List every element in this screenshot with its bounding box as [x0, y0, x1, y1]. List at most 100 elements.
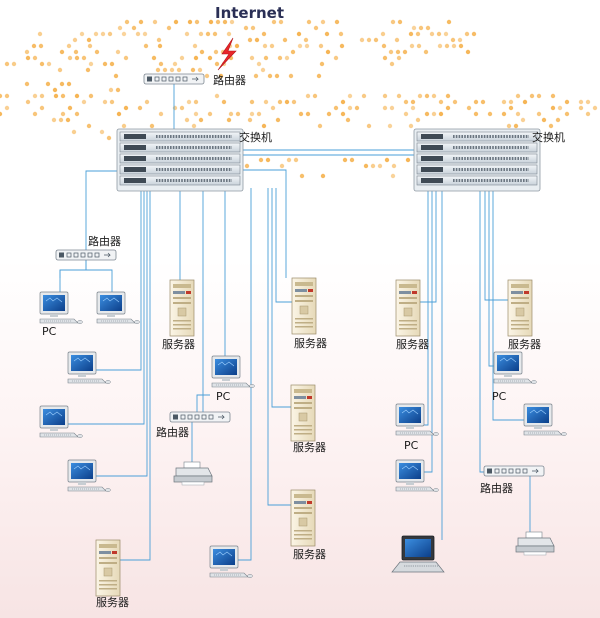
decor-dot: [382, 93, 388, 99]
decor-dot: [265, 157, 271, 163]
decor-dot: [464, 31, 470, 37]
decor-dot: [429, 31, 435, 37]
decor-dot: [11, 61, 17, 67]
cable-line: [88, 188, 148, 477]
decor-dot: [313, 25, 319, 31]
decor-dot: [381, 43, 387, 49]
pc-icon: [67, 351, 111, 385]
decor-dot: [373, 37, 379, 43]
decor-dot: [198, 117, 204, 123]
decor-dot: [274, 73, 280, 79]
decor-dot: [226, 31, 232, 37]
decor-dot: [320, 173, 326, 179]
decor-dot: [387, 123, 393, 129]
decor-dot: [270, 105, 276, 111]
printer-icon: [515, 531, 555, 556]
decor-dot: [363, 163, 369, 169]
router-label-left: 路由器: [88, 234, 121, 248]
decor-dot: [176, 67, 182, 73]
decor-dot: [229, 19, 235, 25]
decor-dot: [446, 19, 452, 25]
decor-dot: [585, 99, 591, 105]
server-icon: [291, 277, 317, 335]
decor-dot: [391, 163, 397, 169]
decor-dot: [67, 55, 73, 61]
decor-dot: [93, 31, 99, 37]
decor-dot: [172, 105, 178, 111]
decor-dot: [115, 49, 121, 55]
decor-dot: [142, 31, 148, 37]
decor-dot: [325, 49, 331, 55]
router-icon: [55, 249, 117, 261]
decor-dot: [299, 173, 305, 179]
decor-dot: [578, 105, 584, 111]
cable-line: [271, 188, 291, 408]
decor-dot: [445, 93, 451, 99]
decor-dot: [113, 73, 119, 79]
decor-dot: [340, 99, 346, 105]
decor-dot: [564, 99, 570, 105]
decor-dot: [282, 37, 288, 43]
pc-icon: [211, 355, 255, 389]
cable-line: [267, 188, 291, 506]
decor-dot: [541, 117, 547, 123]
pc-icon: [39, 291, 83, 325]
decor-dot: [158, 111, 164, 117]
decor-dot: [190, 67, 196, 73]
cable-line: [60, 188, 145, 425]
router-icon: [483, 465, 545, 477]
decor-dot: [244, 163, 250, 169]
decor-dot: [522, 99, 528, 105]
cable-line: [488, 188, 510, 367]
decor-dot: [263, 99, 269, 105]
decor-dot: [262, 43, 268, 49]
decor-dot: [59, 81, 65, 87]
decor-dot: [320, 19, 326, 25]
decor-dot: [408, 31, 414, 37]
pc-icon: [209, 545, 253, 579]
decor-dot: [107, 31, 113, 37]
decor-dot: [109, 61, 115, 67]
decor-dot: [0, 93, 3, 99]
decor-dot: [319, 61, 325, 67]
decor-dot: [254, 37, 260, 43]
decor-dot: [397, 19, 403, 25]
decor-dot: [402, 49, 408, 55]
decor-dot: [291, 99, 297, 105]
decor-dot: [253, 73, 259, 79]
decor-dot: [473, 99, 479, 105]
decor-dot: [316, 73, 322, 79]
decor-dot: [249, 99, 255, 105]
decor-dot: [340, 111, 346, 117]
decor-dot: [152, 19, 158, 25]
decor-dot: [508, 105, 514, 111]
decor-dot: [443, 31, 449, 37]
decor-dot: [197, 67, 203, 73]
decor-dot: [173, 19, 179, 25]
router-icon: [169, 411, 231, 423]
decor-dot: [366, 37, 372, 43]
decor-dot: [585, 111, 591, 117]
decor-dot: [247, 117, 253, 123]
decor-dot: [24, 81, 30, 87]
decor-dot: [550, 105, 556, 111]
decor-dot: [228, 111, 234, 117]
decor-dot: [536, 111, 542, 117]
decor-dot: [149, 123, 155, 129]
decor-dot: [215, 19, 221, 25]
decor-dot: [354, 105, 360, 111]
decor-dot: [198, 31, 204, 37]
decor-dot: [158, 61, 164, 67]
decor-dot: [339, 43, 345, 49]
decor-dot: [403, 99, 409, 105]
decor-dot: [184, 31, 190, 37]
decor-dot: [359, 37, 365, 43]
decor-dot: [324, 31, 330, 37]
switch-icon: [414, 129, 540, 191]
decor-dot: [52, 87, 58, 93]
decor-dot: [263, 55, 269, 61]
decor-dot: [193, 99, 199, 105]
decor-dot: [349, 157, 355, 163]
server-label: 服务器: [293, 441, 326, 454]
decor-dot: [347, 93, 353, 99]
